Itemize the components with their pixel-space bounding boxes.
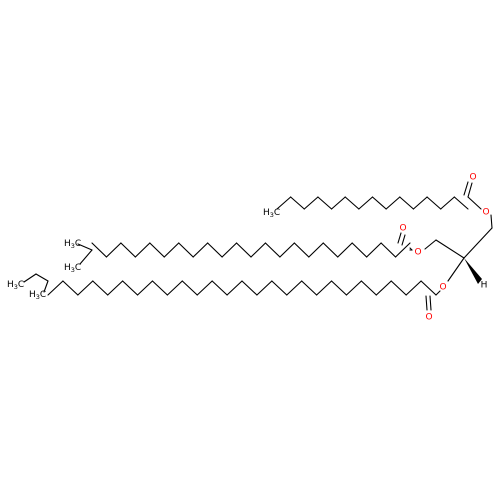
top-chain-bond <box>344 196 360 210</box>
bottom-chain-bond <box>166 280 183 296</box>
middle-chain-bond <box>308 242 324 258</box>
middle-chain-bond <box>235 242 252 258</box>
bottom-chain-bond <box>136 280 154 296</box>
methyl-label-top-chain: H3C <box>263 208 280 220</box>
stereo-hydrogen: H <box>481 281 488 291</box>
bottom-chain-bond <box>47 280 64 296</box>
top-chain-bond <box>453 196 469 210</box>
bottom-chain-bond <box>286 280 303 296</box>
carbonyl-oxygen-middle: O <box>399 224 406 234</box>
top-chain-bond <box>303 196 319 210</box>
bottom-chain-bond <box>360 280 377 296</box>
bottom-branch-bond <box>35 273 49 282</box>
middle-chain-bond <box>351 242 368 258</box>
top-chain-bond <box>399 196 414 210</box>
middle-chain-bond <box>149 242 165 258</box>
carbonyl-double-bond-middle <box>397 232 402 244</box>
methyl-label-middle-branch: H3C <box>64 263 81 275</box>
middle-chain-bond <box>134 242 151 258</box>
bottom-chain-bond <box>62 280 79 296</box>
middle-chain-bond <box>221 242 238 258</box>
bottom-chain-bond <box>316 280 333 296</box>
middle-branch-bond <box>77 243 93 251</box>
methyl-label-middle-chain: H3C <box>64 239 81 251</box>
top-chain-bond <box>440 196 455 210</box>
carbonyl-oxygen-top: O <box>469 173 476 183</box>
middle-branch-bond <box>79 249 93 265</box>
bottom-chain-bond <box>301 280 318 296</box>
bond-lines <box>23 181 493 311</box>
ester-bond-top <box>490 214 493 229</box>
carbonyl-double-bond-bottom <box>425 295 428 311</box>
middle-chain-bond <box>380 242 397 258</box>
top-chain-bond <box>385 196 401 210</box>
bottom-chain-bond <box>196 280 213 296</box>
bottom-chain-bond <box>345 280 362 296</box>
middle-chain-bond <box>192 242 209 258</box>
middle-chain-bond <box>322 242 339 258</box>
bottom-chain-bond <box>271 280 288 296</box>
ester-bond-bottom <box>435 290 441 296</box>
top-chain-bond <box>290 196 305 210</box>
carbonyl-double-bond-top <box>463 181 469 196</box>
bottom-chain-bond <box>107 280 124 296</box>
bottom-chain-bond <box>226 280 243 296</box>
bottom-chain-bond <box>256 280 273 296</box>
middle-chain-bond <box>178 242 194 258</box>
carbonyl-double-bond-top <box>467 182 473 198</box>
top-chain-bond <box>371 196 387 210</box>
ester-oxygen-bottom: O <box>439 283 446 293</box>
bottom-branch-bond <box>43 280 49 293</box>
middle-chain-bond <box>366 242 382 258</box>
bottom-chain-bond <box>181 280 198 296</box>
stereo-wedge-bond <box>464 258 482 284</box>
bottom-chain-bond <box>77 280 94 296</box>
carbonyl-double-bond-middle <box>401 234 406 246</box>
bottom-chain-bond <box>390 280 407 296</box>
ester-oxygen-middle: O <box>414 248 421 258</box>
top-chain-bond <box>412 196 428 210</box>
glycerol-backbone-bond <box>435 239 465 259</box>
top-chain-bond <box>276 196 292 210</box>
bottom-chain-bond <box>420 280 437 296</box>
top-chain-bond <box>426 196 442 210</box>
ester-bond-bottom <box>447 257 465 282</box>
ester-oxygen-top: O <box>482 208 489 218</box>
glycerol-backbone-bond <box>463 227 493 259</box>
bottom-chain-bond <box>122 280 139 296</box>
middle-chain-bond <box>105 242 122 258</box>
middle-chain-bond <box>394 242 411 258</box>
middle-chain-bond <box>250 242 267 258</box>
bottom-chain-bond <box>211 280 228 296</box>
middle-chain-bond <box>293 242 310 258</box>
ester-bond-middle <box>424 239 437 250</box>
carbonyl-double-bond-bottom <box>429 295 432 311</box>
bottom-chain-bond <box>330 280 348 296</box>
bottom-chain-bond <box>241 280 258 296</box>
middle-chain-bond <box>264 242 281 258</box>
top-chain-bond <box>317 196 333 210</box>
middle-chain-bond <box>120 242 136 258</box>
methyl-label-bottom-branch: H3C <box>29 290 46 302</box>
bottom-chain-bond <box>405 280 422 296</box>
ester-bond-top <box>467 196 482 210</box>
middle-chain-bond <box>337 242 353 258</box>
bottom-chain-bond <box>375 280 392 296</box>
top-chain-bond <box>331 196 346 210</box>
bottom-branch-bond <box>23 273 37 283</box>
bottom-chain-bond <box>92 280 109 296</box>
middle-chain-bond <box>91 242 108 258</box>
carbonyl-oxygen-bottom: O <box>425 313 432 323</box>
middle-chain-bond <box>207 242 223 258</box>
top-chain-bond <box>358 196 374 210</box>
middle-chain-bond <box>163 242 180 258</box>
middle-chain-bond <box>279 242 295 258</box>
bottom-chain-bond <box>151 280 168 296</box>
methyl-label-ethyl-end: H3C <box>7 280 24 292</box>
